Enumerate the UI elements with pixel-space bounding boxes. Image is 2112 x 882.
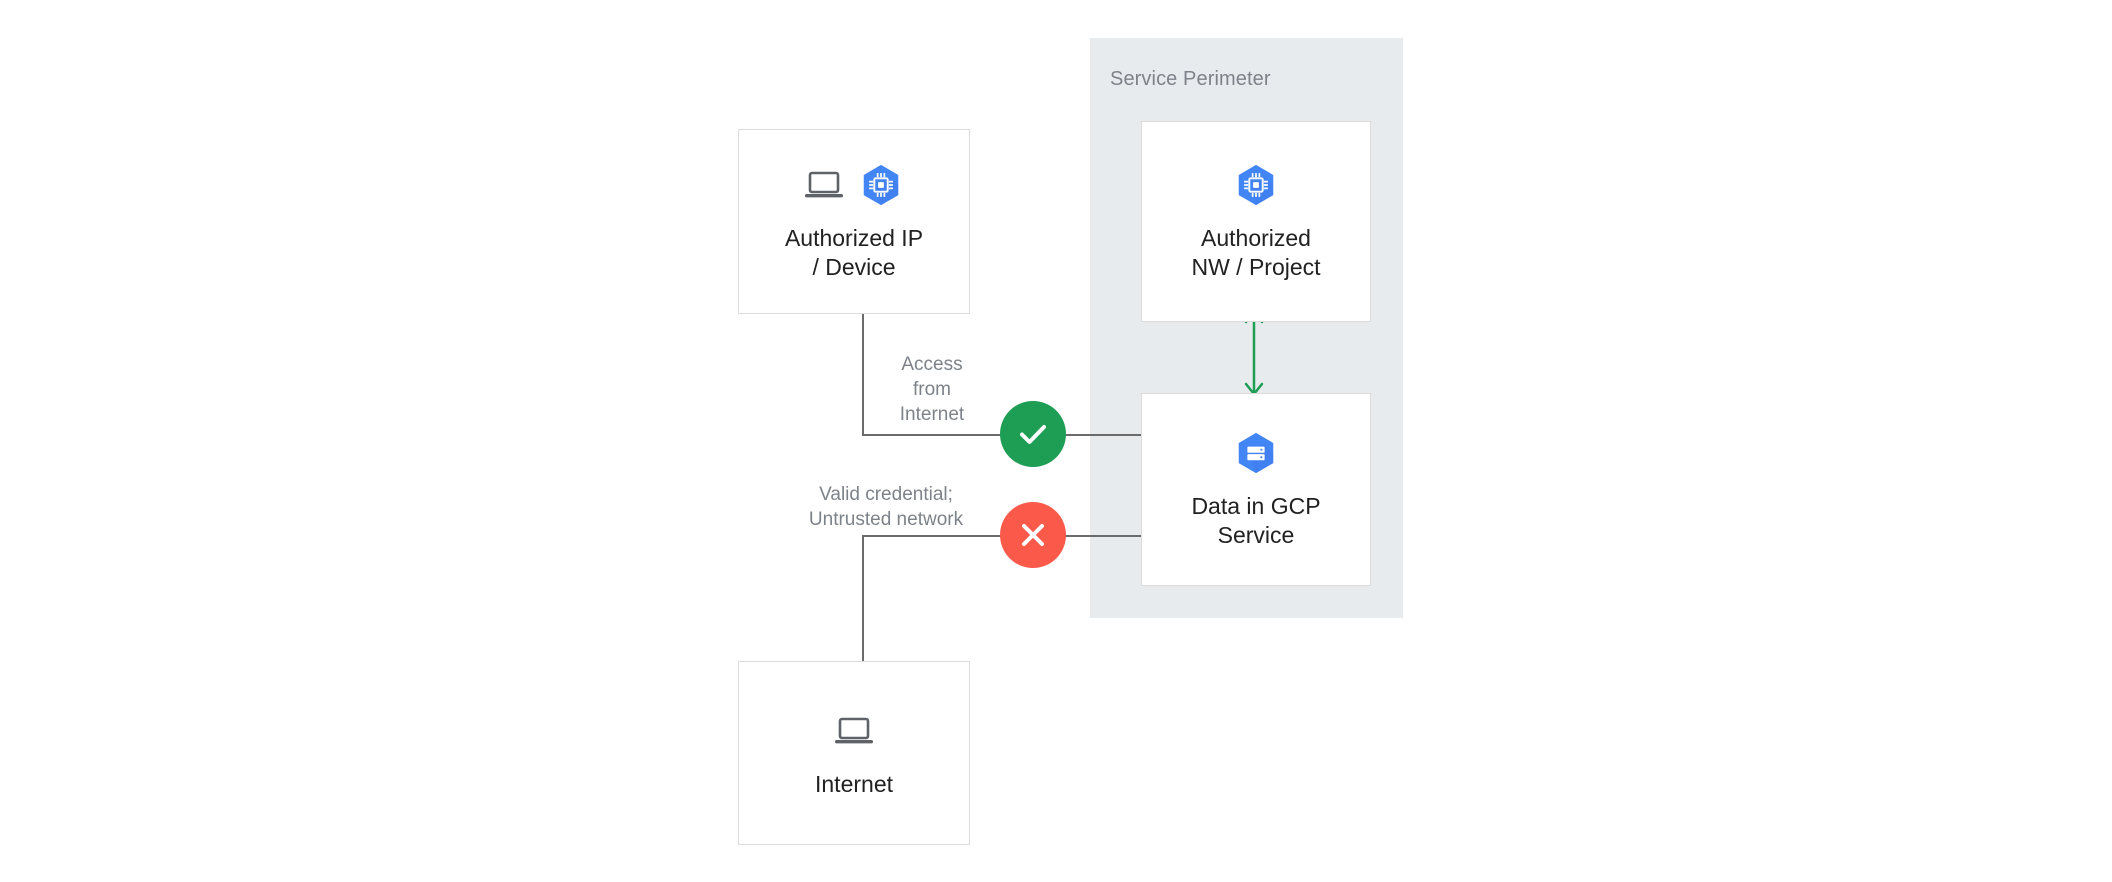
node-icon-group — [804, 162, 904, 208]
node-label-authorized-nw-project: Authorized NW / Project — [1191, 224, 1321, 280]
service-perimeter-label: Service Perimeter — [1110, 68, 1271, 90]
node-icon-group — [1233, 162, 1279, 208]
laptop-icon — [835, 717, 873, 743]
connector-line-authorized-ip-vertical — [862, 314, 864, 435]
status-badge-denied[interactable] — [1000, 502, 1066, 568]
node-icon-group — [834, 708, 874, 754]
x-icon — [1022, 524, 1044, 546]
status-badge-allowed[interactable] — [1000, 401, 1066, 467]
node-label-data-in-gcp-service: Data in GCP Service — [1191, 492, 1321, 548]
node-internet[interactable]: Internet — [738, 661, 970, 845]
laptop-icon — [805, 171, 843, 197]
node-authorized-ip-device[interactable]: Authorized IP / Device — [738, 129, 970, 314]
node-label-authorized-ip-device: Authorized IP / Device — [784, 224, 924, 280]
gcp-storage-hexagon-icon — [1238, 432, 1274, 473]
edge-label-access-from-internet: Access from Internet — [899, 354, 965, 425]
edge-label-valid-credential-untrusted-network: Valid credential; Untrusted network — [808, 484, 964, 530]
gcp-compute-hexagon-icon — [1238, 164, 1274, 205]
node-data-in-gcp-service[interactable]: Data in GCP Service — [1141, 393, 1371, 586]
check-icon — [1020, 425, 1046, 444]
connector-line-internet-vertical — [862, 535, 864, 662]
gcp-compute-hexagon-icon — [863, 164, 899, 205]
node-authorized-nw-project[interactable]: Authorized NW / Project — [1141, 121, 1371, 322]
node-label-internet: Internet — [815, 770, 893, 797]
node-icon-group — [1233, 430, 1279, 476]
